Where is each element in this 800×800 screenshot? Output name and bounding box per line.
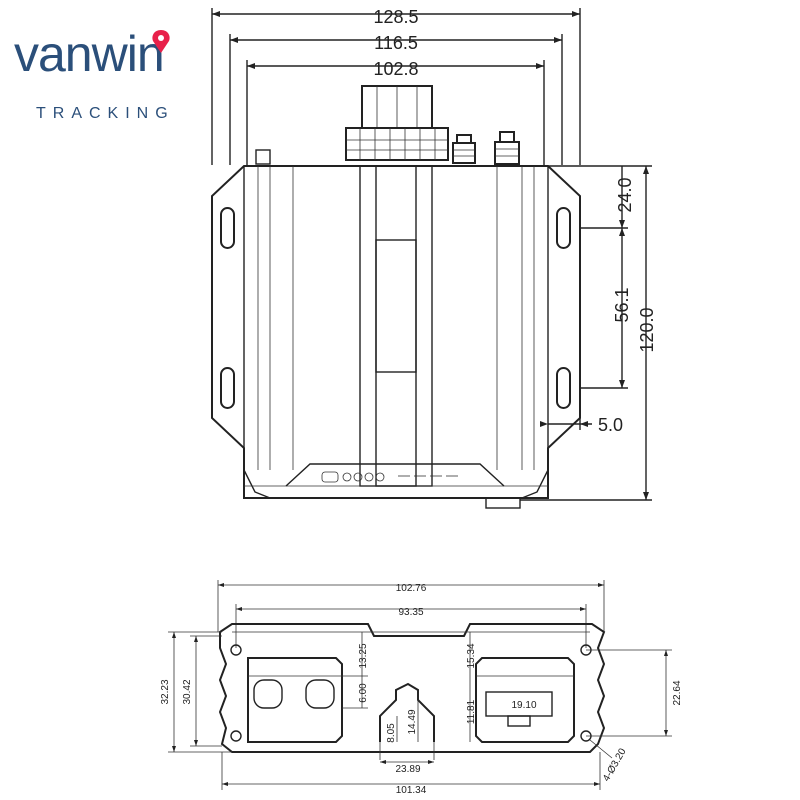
dim-hole-spec: 4-Ø3.20 xyxy=(601,746,629,783)
dim-top-offset: 24.0 xyxy=(615,177,635,212)
dim-flange-offset: 5.0 xyxy=(598,415,623,435)
small-tab xyxy=(255,149,271,165)
dim-bottom-width-bottom: 101.34 xyxy=(396,785,427,796)
bottom-dimension-lines-right xyxy=(469,632,672,759)
dim-width-inner: 102.8 xyxy=(373,59,418,79)
dim-port-width: 19.10 xyxy=(511,700,536,711)
antenna-connector-left xyxy=(452,134,476,164)
dim-bottom-height-total: 32.23 xyxy=(160,679,171,704)
dim-notch-depth: 8.05 xyxy=(386,723,397,743)
vanwin-logo: vanwin TRACKING xyxy=(14,26,214,122)
dim-left-hole: 6.00 xyxy=(358,683,369,703)
dimension-lines-top xyxy=(211,8,581,165)
mounting-slots xyxy=(220,207,571,409)
dim-right-lower: 11.81 xyxy=(466,699,477,724)
logo-brand-text: vanwin xyxy=(14,26,165,82)
antenna-connector-right xyxy=(494,131,520,165)
dim-bottom-height-inner: 30.42 xyxy=(182,679,193,704)
dim-notch-width: 23.89 xyxy=(395,764,420,775)
dim-bottom-width-inner: 93.35 xyxy=(398,607,423,618)
bottom-view: 102.76 93.35 xyxy=(160,580,683,796)
dim-height-overall: 120.0 xyxy=(637,307,657,352)
bottom-dimension-lines-left xyxy=(168,631,435,764)
dim-right-upper: 15.34 xyxy=(466,643,477,668)
dim-width-mid: 116.5 xyxy=(374,33,418,53)
mount-hole xyxy=(230,644,242,656)
dim-notch-height: 14.49 xyxy=(407,709,418,734)
dim-bottom-width-top: 102.76 xyxy=(396,583,427,594)
dim-left-upper: 13.25 xyxy=(358,643,369,668)
device-body xyxy=(211,165,581,509)
bottom-dimension-lines-top xyxy=(217,580,605,648)
connector-block xyxy=(345,85,449,161)
dim-right-overall: 22.64 xyxy=(672,680,683,705)
logo-tagline: TRACKING xyxy=(36,105,175,122)
dim-width-overall: 128.5 xyxy=(373,7,418,27)
dim-slot-spacing: 56.1 xyxy=(612,287,632,322)
location-pin-icon xyxy=(152,30,170,53)
dimension-lines-right xyxy=(520,165,652,501)
mount-hole xyxy=(230,730,242,742)
top-view: 128.5 116.5 102.8 xyxy=(211,7,657,509)
